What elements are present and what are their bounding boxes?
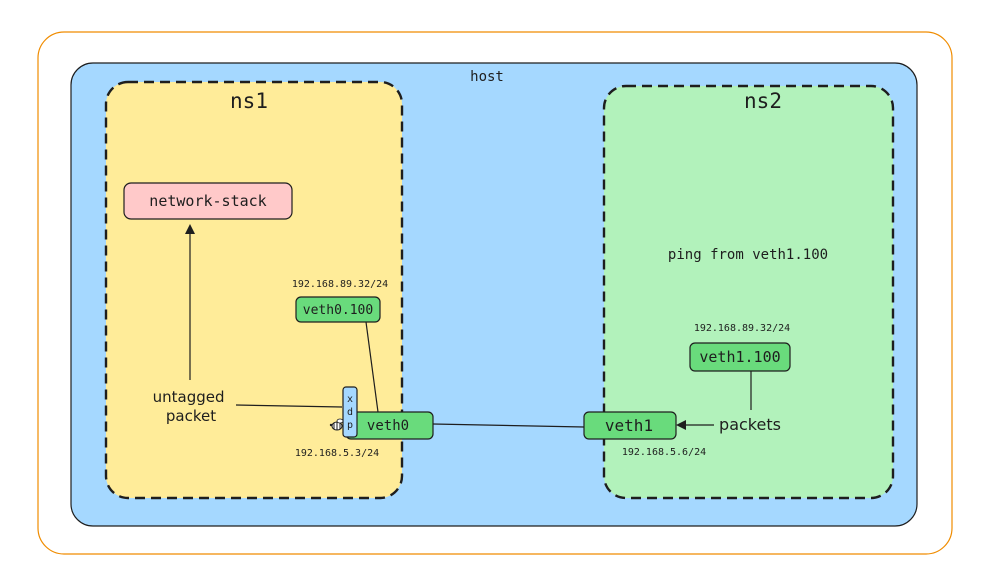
veth0-to-veth1-line (432, 423, 585, 428)
xdp-box (342, 386, 358, 438)
untagged-line-1: untagged (153, 388, 225, 406)
veth0-100-ip: 192.168.89.32/24 (292, 279, 388, 290)
ping-text: ping from veth1.100 (668, 247, 828, 263)
veth0-100-box (295, 296, 381, 323)
bee-icon (329, 418, 344, 431)
packets-label: packets (719, 415, 781, 434)
veth1-label: veth1 (605, 416, 653, 435)
xdp-letter-d: d (347, 407, 353, 418)
veth0-100-label: veth0.100 (303, 303, 373, 318)
veth1-ip: 192.168.5.6/24 (622, 447, 706, 458)
veth0-100-to-veth0-line (365, 321, 379, 413)
untagged-line-2: packet (166, 407, 216, 425)
veth1-100-label: veth1.100 (699, 348, 780, 366)
veth0-label: veth0 (367, 418, 409, 434)
xdp-letter-x: x (347, 394, 353, 405)
untagged-packet-label: untagged packet (153, 388, 230, 425)
veth0-ip: 192.168.5.3/24 (295, 448, 379, 459)
veth1-100-ip: 192.168.89.32/24 (694, 323, 790, 334)
veth1-box (583, 411, 677, 440)
host-label: host (470, 69, 504, 85)
ns1-title: ns1 (230, 89, 268, 113)
ns2-box (602, 84, 895, 500)
network-stack-label: network-stack (149, 192, 266, 210)
untagged-to-xdp-line (235, 404, 343, 408)
ns2-title: ns2 (744, 89, 782, 113)
network-stack-box (123, 182, 293, 220)
veth1-100-box (689, 342, 791, 372)
xdp-letter-p: p (347, 420, 353, 431)
